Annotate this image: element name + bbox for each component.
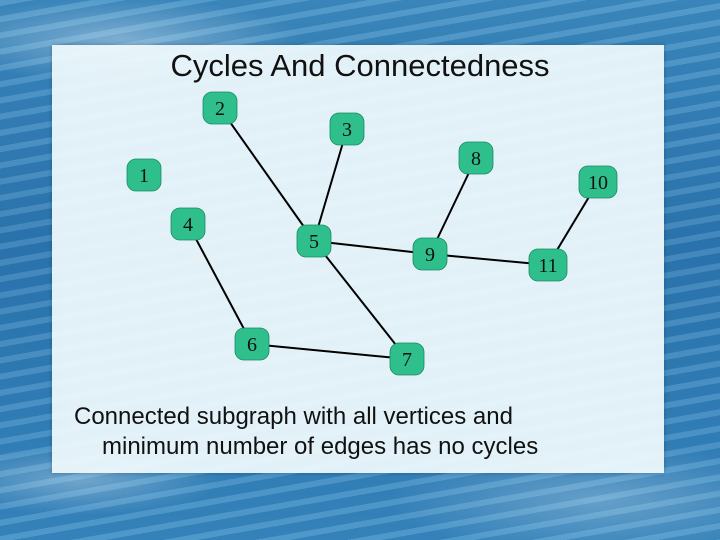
node-5: 5 [296, 224, 332, 258]
node-shape [170, 207, 206, 241]
caption-line-1: Connected subgraph with all vertices and [74, 403, 513, 430]
node-label: 4 [183, 214, 193, 236]
node-shape [296, 224, 332, 258]
node-shape [389, 342, 425, 376]
caption: Connected subgraph with all vertices and… [74, 402, 654, 462]
node-7: 7 [389, 342, 425, 376]
node-3: 3 [329, 112, 365, 146]
graph-nodes: 2 3 8 1 10 4 5 9 11 6 7 [126, 91, 618, 376]
node-shape [126, 158, 162, 192]
node-label: 9 [425, 244, 435, 266]
node-label: 5 [309, 231, 319, 253]
edge-9-11 [429, 253, 549, 266]
node-label: 7 [402, 349, 412, 371]
node-label: 3 [342, 119, 352, 141]
edge-5-9 [313, 240, 431, 255]
edge-3-5 [313, 128, 348, 242]
node-label: 8 [471, 148, 481, 170]
node-shape [458, 141, 494, 175]
node-label: 6 [247, 334, 257, 356]
edge-6-7 [251, 343, 408, 360]
node-label: 10 [588, 172, 608, 194]
edge-4-6 [187, 223, 253, 345]
node-label: 1 [139, 165, 149, 187]
node-1: 1 [126, 158, 162, 192]
slide-title: Cycles And Connectedness [170, 48, 550, 83]
node-shape [234, 327, 270, 361]
caption-line-2: minimum number of edges has no cycles [102, 433, 539, 460]
graph-edges [187, 107, 599, 360]
node-9: 9 [412, 237, 448, 271]
node-shape [202, 91, 238, 125]
node-2: 2 [202, 91, 238, 125]
node-10: 10 [578, 165, 618, 199]
node-label: 11 [538, 255, 557, 277]
node-8: 8 [458, 141, 494, 175]
node-11: 11 [528, 248, 568, 282]
edge-5-7 [313, 240, 408, 360]
node-4: 4 [170, 207, 206, 241]
node-shape [528, 248, 568, 282]
edge-2-5 [219, 107, 315, 242]
node-shape [578, 165, 618, 199]
node-label: 2 [215, 98, 225, 120]
node-6: 6 [234, 327, 270, 361]
node-shape [412, 237, 448, 271]
node-shape [329, 112, 365, 146]
